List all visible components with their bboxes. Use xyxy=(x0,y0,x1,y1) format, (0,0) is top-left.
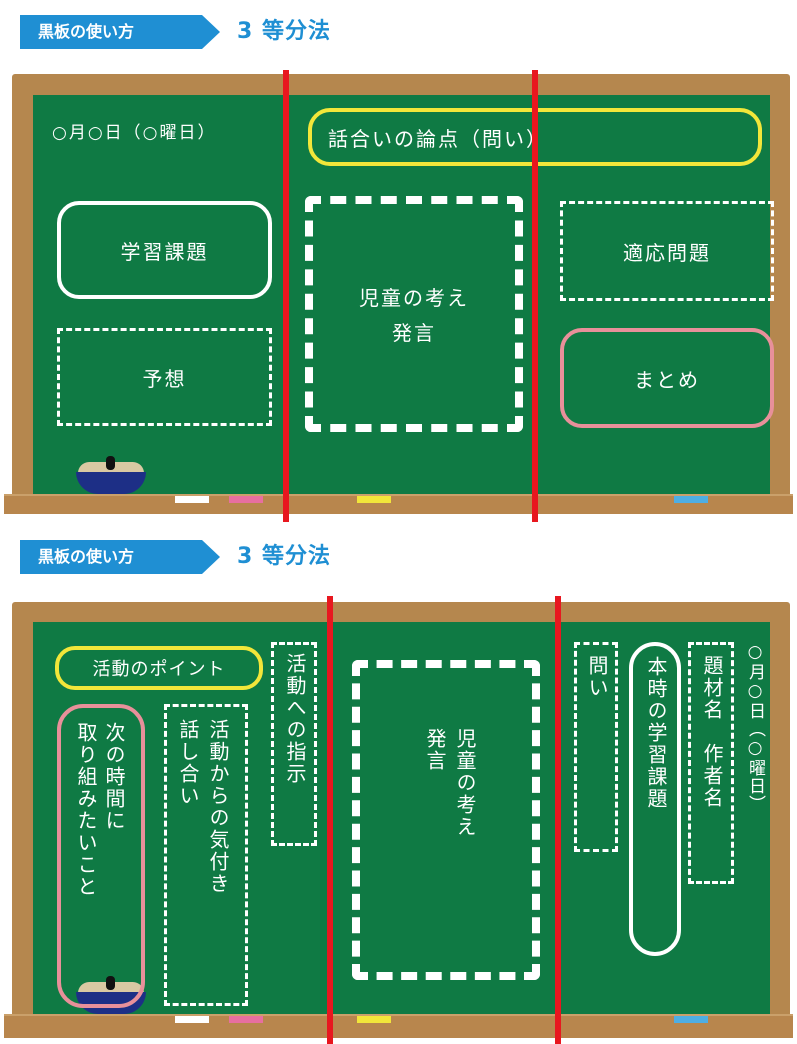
notice-line1: 活動からの気付き xyxy=(206,719,230,895)
header-title: 3 等分法 xyxy=(237,19,331,44)
applied-problem-label: 適応問題 xyxy=(623,240,711,265)
thoughts2-line1: 児童の考え xyxy=(453,728,477,838)
lesson-task-label: 本時の学習課題 xyxy=(644,656,668,810)
header-tag-label-2: 黒板の使い方 xyxy=(38,547,135,566)
header-tag-label: 黒板の使い方 xyxy=(38,22,135,41)
next-plan-line1: 次の時間に xyxy=(102,722,126,832)
chalk-pink-2 xyxy=(229,1016,263,1023)
notice-box: 活動からの気付き 話し合い xyxy=(164,704,248,1006)
lesson-task-box: 本時の学習課題 xyxy=(629,642,681,956)
next-plan-line2: 取り組みたいこと xyxy=(74,722,98,898)
chalk-white-2 xyxy=(175,1016,209,1023)
applied-problem-box: 適応問題 xyxy=(560,201,774,301)
activity-point-label: 活動のポイント xyxy=(92,659,226,680)
question-box: 問い xyxy=(574,642,618,852)
thoughts-line1: 児童の考え xyxy=(359,286,469,310)
prediction-box: 予想 xyxy=(57,328,272,426)
thoughts2-line2: 発言 xyxy=(423,728,447,772)
chalk-blue xyxy=(674,496,708,503)
divider-line-right xyxy=(532,70,538,522)
chalk-pink xyxy=(229,496,263,503)
task-box: 学習課題 xyxy=(57,201,272,299)
instruction-label: 活動への指示 xyxy=(283,653,307,785)
divider-line-left-2 xyxy=(327,596,333,1044)
student-thoughts-box: 児童の考え 発言 xyxy=(305,196,523,432)
board-ledge xyxy=(4,494,793,514)
student-thoughts-box-2: 児童の考え 発言 xyxy=(352,660,540,980)
summary-box: まとめ xyxy=(560,328,774,428)
material-label: 題材名 作者名 xyxy=(700,655,724,809)
divider-line-right-2 xyxy=(555,596,561,1044)
header-title-2: 3 等分法 xyxy=(237,544,331,569)
board-ledge-2 xyxy=(4,1014,793,1038)
chalk-yellow-2 xyxy=(357,1016,391,1023)
material-box: 題材名 作者名 xyxy=(688,642,734,884)
chalk-white xyxy=(175,496,209,503)
header-tag: 黒板の使い方 xyxy=(20,15,220,49)
date-label-2: ○月○日（○曜日） xyxy=(745,642,765,813)
prediction-label: 予想 xyxy=(142,366,187,391)
divider-line-left xyxy=(283,70,289,522)
summary-label: まとめ xyxy=(634,367,700,392)
discussion-point-label: 話合いの論点（問い） xyxy=(328,126,548,151)
activity-point-box: 活動のポイント xyxy=(55,646,263,690)
date-label: ○月○日（○曜日） xyxy=(52,123,217,143)
notice-line2: 話し合い xyxy=(176,719,200,807)
chalk-blue-2 xyxy=(674,1016,708,1023)
question-label: 問い xyxy=(585,655,609,699)
thoughts-line2: 発言 xyxy=(392,321,436,345)
next-plan-box: 次の時間に 取り組みたいこと xyxy=(57,704,145,1008)
task-label: 学習課題 xyxy=(120,239,209,264)
header-tag-2: 黒板の使い方 xyxy=(20,540,220,574)
instruction-box: 活動への指示 xyxy=(271,642,317,846)
chalk-yellow xyxy=(357,496,391,503)
